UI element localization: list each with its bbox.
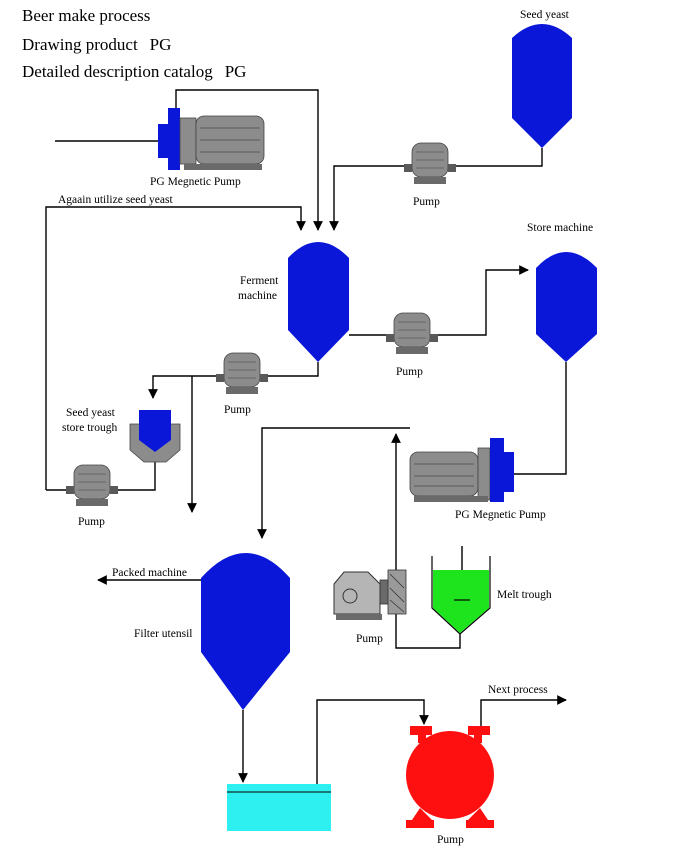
ferment-label-1: Ferment <box>240 275 279 287</box>
pump-mid-icon <box>385 312 439 355</box>
filter-utensil-tank <box>201 553 290 710</box>
pump-mid-label: Pump <box>396 366 423 378</box>
seed-yeast-tank <box>512 24 572 148</box>
next-process-label: Next process <box>488 684 548 696</box>
pump-melt-icon <box>333 569 407 620</box>
product-code: PG <box>149 35 172 54</box>
pump-red-label: Pump <box>437 834 464 846</box>
ferment-machine-tank <box>288 242 349 362</box>
filter-utensil-label: Filter utensil <box>134 628 192 640</box>
seed-store-label-2: store trough <box>62 422 118 434</box>
store-machine-tank <box>536 252 597 362</box>
buffer-tank <box>227 784 331 831</box>
packed-machine-label: Packed machine <box>112 567 187 579</box>
pump-red-icon <box>406 726 494 828</box>
catalog-code: PG <box>224 62 247 81</box>
product-label: Drawing product <box>22 35 138 54</box>
pipe-network <box>45 89 567 800</box>
seed-yeast-label: Seed yeast <box>520 9 570 21</box>
melt-trough-label: Melt trough <box>497 589 552 601</box>
pg-magnetic-pump-top <box>158 108 265 170</box>
pg-magnetic-pump-mid <box>409 438 514 502</box>
pump-left-label: Pump <box>224 404 251 416</box>
pg-pump-top-label: PG Megnetic Pump <box>150 176 241 188</box>
pump-seed-icon <box>403 142 457 185</box>
page-title: Beer make process <box>22 6 151 25</box>
pump-bottom-left-icon <box>65 464 119 507</box>
reuse-seed-label: Agaain utilize seed yeast <box>58 194 173 206</box>
catalog-line: Detailed description catalog PG <box>22 62 246 82</box>
pump-bottom-left-label: Pump <box>78 516 105 528</box>
pump-melt-label: Pump <box>356 633 383 645</box>
seed-store-label-1: Seed yeast <box>66 407 116 419</box>
catalog-label: Detailed description catalog <box>22 62 213 81</box>
pg-pump-mid-label: PG Megnetic Pump <box>455 509 546 521</box>
ferment-label-2: machine <box>238 290 277 302</box>
melt-trough <box>431 556 491 635</box>
pump-seed-label: Pump <box>413 196 440 208</box>
store-machine-label: Store machine <box>527 222 593 234</box>
product-line: Drawing product PG <box>22 35 171 55</box>
pump-left-icon <box>215 352 269 395</box>
seed-store-trough <box>129 410 181 463</box>
